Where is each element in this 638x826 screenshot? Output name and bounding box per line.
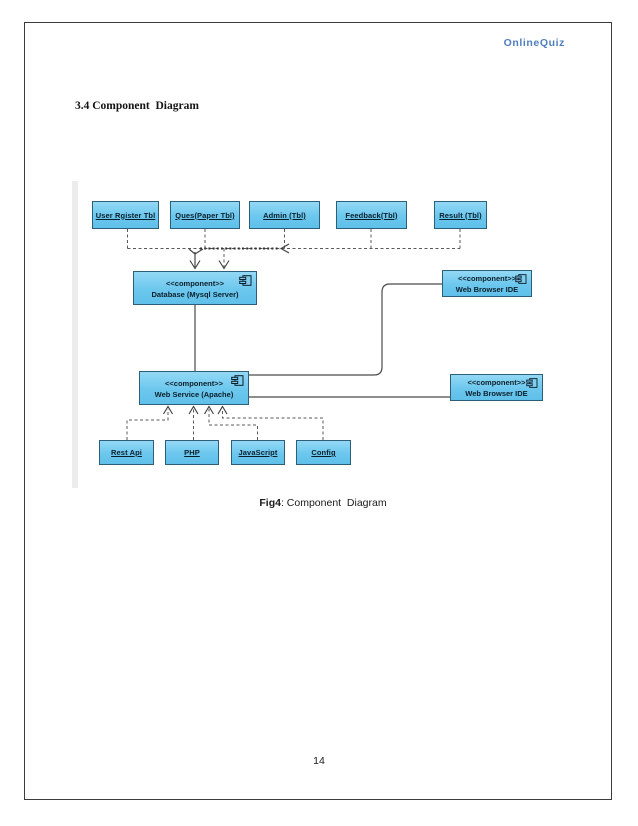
component-stereotype: <<component>> [166,278,224,288]
node-javascript: JavaScript [231,440,285,465]
component-icon [231,375,244,386]
node-database-component: <<component>> Database (Mysql Server) [133,271,257,305]
component-name: Web Service (Apache) [154,389,234,399]
node-web-browser-ide-top: <<component>> Web Browser IDE [442,270,532,297]
node-label: User Rgister Tbl [95,210,156,220]
component-stereotype: <<component>> [467,378,526,387]
node-label: Ques(Paper Tbl) [175,210,235,220]
component-icon [515,274,527,284]
node-label: PHP [184,448,200,457]
component-icon [526,378,538,388]
node-user-register-tbl: User Rgister Tbl [92,201,159,229]
node-ques-paper-tbl: Ques(Paper Tbl) [170,201,240,229]
node-rest-api: Rest Api [99,440,154,465]
component-stereotype: <<component>> [458,274,516,283]
page-number: 14 [313,755,325,767]
node-result-tbl: Result (Tbl) [434,201,487,229]
node-label: JavaScript [238,448,278,457]
node-feedback-tbl: Feedback(Tbl) [336,201,407,229]
component-stereotype: <<component>> [165,378,223,388]
node-php: PHP [165,440,219,465]
node-label: Result (Tbl) [439,210,482,220]
component-icon [239,275,252,286]
component-name: Web Browser IDE [455,285,519,294]
node-label: Rest Api [111,448,142,457]
node-web-service-component: <<component>> Web Service (Apache) [139,371,249,405]
page-border [24,22,612,800]
figure-caption: Fig4: Component Diagram [0,497,638,509]
node-label: Admin (Tbl) [263,210,306,220]
figure-caption-label: Fig4 [259,497,281,509]
node-config: Config [296,440,351,465]
section-heading: 3.4 Component Diagram [75,100,199,112]
node-admin-tbl: Admin (Tbl) [249,201,320,229]
node-label: Feedback(Tbl) [345,210,398,220]
node-label: Config [311,448,336,457]
component-name: Database (Mysql Server) [151,289,239,299]
header-brand: OnlineQuiz [503,37,565,49]
diagram-image-edge [72,181,78,488]
figure-caption-text: : Component Diagram [280,497,387,509]
component-name: Web Browser IDE [465,389,528,398]
node-web-browser-ide-bottom: <<component>> Web Browser IDE [450,374,543,401]
